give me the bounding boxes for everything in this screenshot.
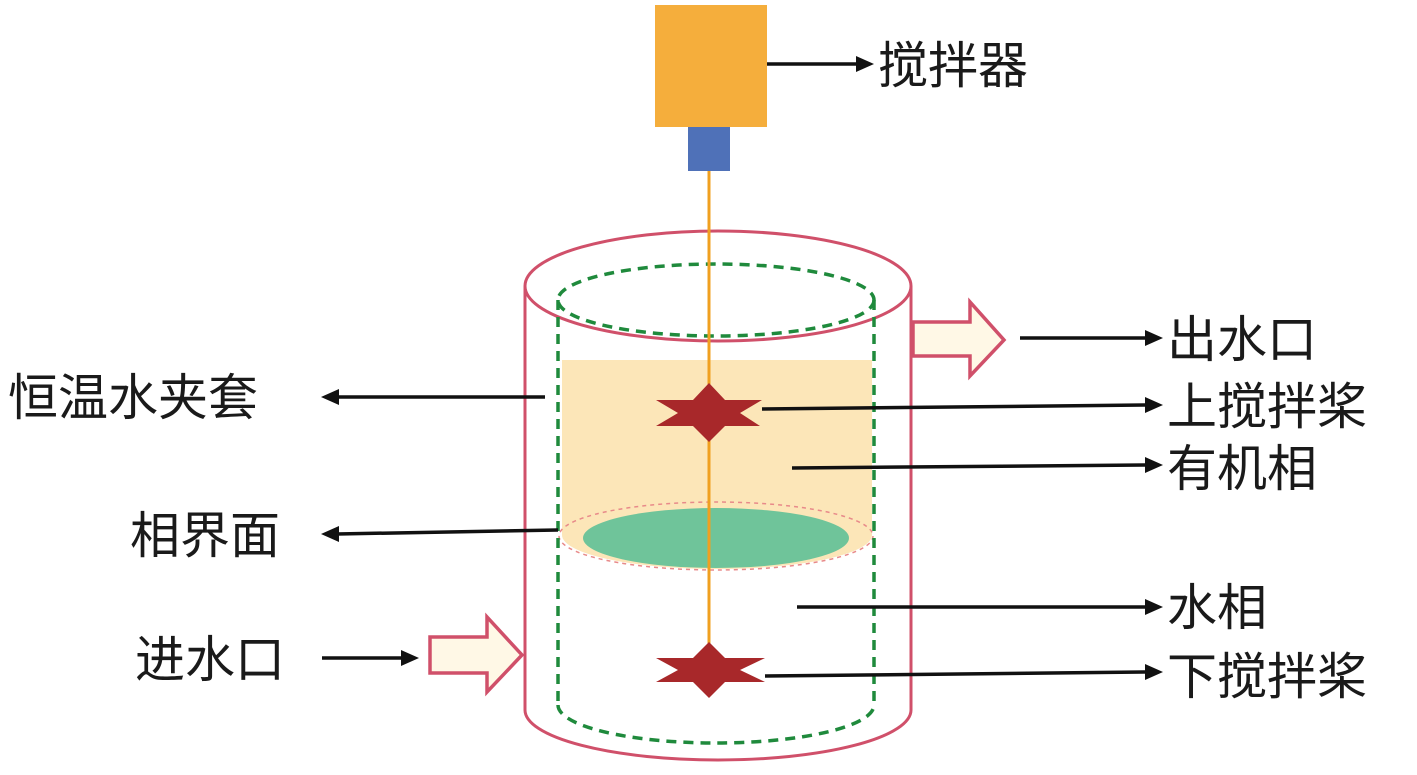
label-water-outlet: 出水口: [1167, 311, 1317, 369]
water-outlet-arrow-icon: [911, 297, 1007, 381]
leader-aqueous-phase: [797, 599, 1163, 615]
outer-vessel-top: [523, 229, 913, 343]
leader-upper-impeller: [761, 397, 1163, 413]
label-lower-impeller: 下搅拌桨: [1167, 648, 1367, 706]
inner-vessel-bottom: [556, 704, 876, 745]
outer-vessel-bottom: [523, 709, 913, 762]
label-phase-interface: 相界面: [130, 507, 280, 565]
leader-organic-phase: [791, 457, 1163, 473]
label-upper-impeller: 上搅拌桨: [1167, 378, 1367, 436]
leader-phase-interface: [321, 526, 559, 542]
inner-vessel-top: [556, 262, 876, 338]
leader-water-jacket: [321, 389, 545, 405]
label-water-inlet: 进水口: [135, 631, 285, 689]
label-water-jacket: 恒温水夹套: [8, 369, 258, 427]
lower-impeller-icon: [656, 642, 765, 698]
leader-water-outlet: [1020, 330, 1163, 346]
leader-water-inlet: [322, 650, 419, 666]
stirrer-coupling: [688, 127, 730, 171]
stirrer-motor: [655, 5, 767, 127]
phase-interface-disc: [583, 508, 849, 568]
leader-lower-impeller: [764, 664, 1163, 680]
upper-impeller-icon: [656, 383, 762, 442]
label-aqueous-phase: 水相: [1167, 579, 1267, 637]
phase-interface-outline: [558, 501, 874, 571]
label-stirrer: 搅拌器: [878, 37, 1028, 95]
label-organic-phase: 有机相: [1167, 440, 1317, 498]
leader-stirrer: [767, 56, 874, 72]
water-inlet-arrow-icon: [428, 612, 525, 697]
